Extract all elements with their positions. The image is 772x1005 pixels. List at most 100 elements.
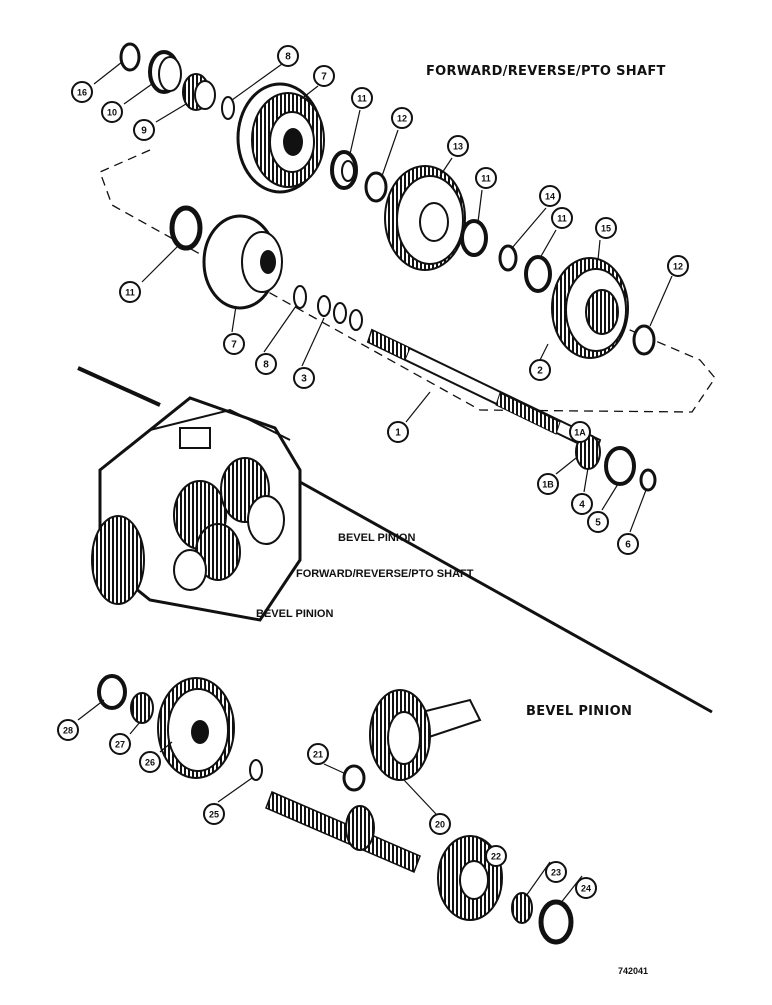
label-forward-reverse-pto-shaft: FORWARD/REVERSE/PTO SHAFT — [296, 568, 474, 580]
callout-13: 13 — [439, 135, 469, 177]
callout-number: 1B — [542, 480, 554, 490]
callout-2: 2 — [529, 343, 551, 381]
spacer-14 — [498, 244, 518, 272]
leader-line — [301, 317, 325, 367]
leader-line — [477, 189, 483, 223]
callout-7: 7 — [223, 305, 245, 355]
callout-8: 8 — [231, 45, 299, 101]
callout-number: 2 — [537, 366, 543, 377]
callout-9: 9 — [133, 103, 187, 141]
transmission-housing — [91, 396, 302, 622]
snap-ring-25 — [249, 759, 263, 781]
callout-circle — [667, 255, 689, 277]
callout-circle — [571, 493, 593, 515]
leader-line — [403, 779, 437, 815]
bearing-cup-16 — [119, 42, 141, 72]
callout-number: 1A — [574, 428, 586, 438]
callout-number: 6 — [625, 540, 631, 551]
bearing-cup-5 — [604, 446, 636, 486]
callout-circle — [475, 167, 497, 189]
callout-circle — [569, 421, 591, 443]
leader-line — [299, 85, 319, 101]
callout-circle — [575, 877, 597, 899]
leader-line — [349, 109, 361, 155]
gear-13 — [384, 165, 466, 271]
callout-number: 22 — [491, 852, 501, 862]
callout-circle — [429, 813, 451, 835]
snap-ring-8-lower — [293, 285, 307, 309]
bearing-cone-23 — [511, 892, 533, 924]
bearing-cup-10 — [148, 50, 182, 94]
callout-number: 23 — [551, 868, 561, 878]
bearing-cone-27 — [130, 692, 154, 724]
callout-number: 14 — [545, 192, 555, 202]
callout-number: 21 — [313, 750, 323, 760]
leader-line — [439, 157, 453, 177]
callout-circle — [255, 353, 277, 375]
washer-21 — [342, 764, 366, 792]
leader-line — [323, 763, 347, 775]
leader-line — [231, 305, 237, 333]
callout-circle — [485, 845, 507, 867]
callout-21: 21 — [307, 743, 347, 775]
bearing-cup-28 — [97, 674, 127, 710]
label-bevel-pinion-upper: BEVEL PINION — [338, 532, 416, 544]
callout-circle — [277, 45, 299, 67]
bevel-gear-20 — [369, 689, 482, 781]
callout-1B: 1B — [537, 457, 577, 495]
bearing-11-upper — [330, 150, 358, 190]
divider-line-right — [299, 480, 713, 714]
snap-ring-8-upper — [221, 96, 235, 120]
bearing-11-left — [169, 205, 203, 251]
callout-6: 6 — [617, 489, 647, 555]
heading-bevel-pinion: BEVEL PINION — [526, 704, 633, 719]
callout-number: 12 — [397, 114, 407, 124]
snap-ring-6 — [639, 468, 657, 492]
callout-24: 24 — [559, 875, 597, 905]
bearing-11-middle-a — [460, 219, 488, 257]
callout-number: 26 — [145, 758, 155, 768]
dashed-group-outline — [99, 149, 716, 413]
leader-line — [539, 229, 557, 259]
callout-circle — [447, 135, 469, 157]
rings-3 — [317, 295, 363, 331]
callout-circle — [57, 719, 79, 741]
leader-line — [129, 721, 141, 735]
callout-circle — [617, 533, 639, 555]
callout-number: 3 — [301, 374, 307, 385]
leader-line — [141, 243, 181, 283]
callout-circle — [307, 743, 329, 765]
leader-line — [123, 83, 153, 105]
leader-line — [629, 489, 647, 533]
callout-circle — [293, 367, 315, 389]
callout-number: 12 — [673, 262, 683, 272]
callout-28: 28 — [57, 699, 105, 741]
callout-number: 24 — [581, 884, 591, 894]
leader-line — [597, 239, 601, 261]
callout-circle — [551, 207, 573, 229]
callout-number: 28 — [63, 726, 73, 736]
callout-circle — [387, 421, 409, 443]
callout-circle — [71, 81, 93, 103]
callout-circle — [539, 185, 561, 207]
callout-circle — [537, 473, 559, 495]
clutch-pack-7-upper — [236, 82, 325, 194]
gear-26 — [157, 677, 235, 779]
callout-25: 25 — [203, 777, 253, 825]
bearing-12-upper — [364, 171, 388, 203]
callout-circle — [223, 333, 245, 355]
pinion-shaft-20 — [265, 790, 421, 874]
callout-circle — [133, 119, 155, 141]
leader-line — [381, 129, 399, 177]
callout-circle — [139, 751, 161, 773]
callout-7: 7 — [299, 65, 335, 101]
callout-22: 22 — [475, 835, 507, 867]
leader-line — [601, 483, 619, 511]
callout-16: 16 — [71, 61, 123, 103]
leader-line — [155, 103, 187, 123]
callout-23: 23 — [525, 861, 567, 897]
gear-15 — [551, 257, 629, 359]
callout-circle — [351, 87, 373, 109]
